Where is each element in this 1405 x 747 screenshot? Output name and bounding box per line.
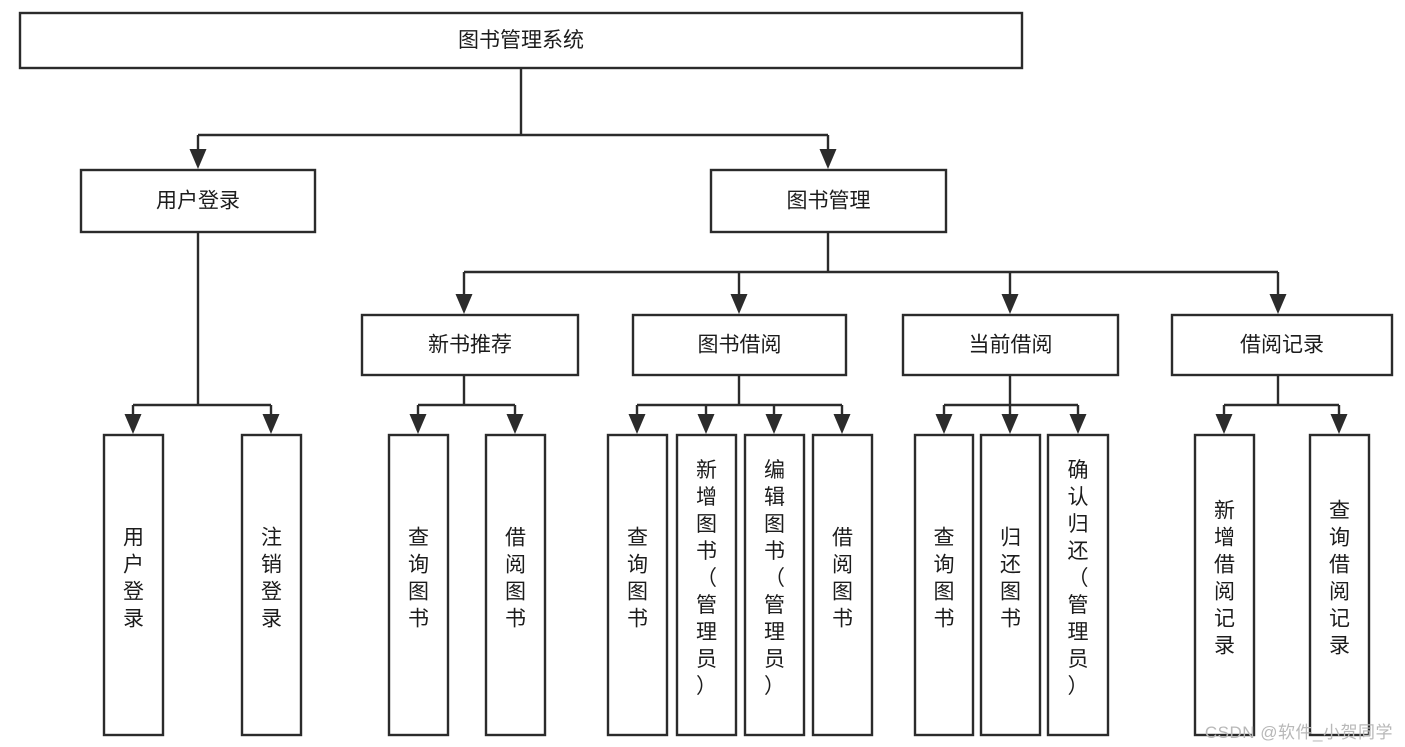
node-label-leaf-query-borrow-record: 查询借阅记录 bbox=[1329, 500, 1350, 658]
node-label-leaf-borrow-book-rec: 借阅图书 bbox=[505, 527, 526, 631]
nodes-layer: 图书管理系统用户登录图书管理新书推荐图书借阅当前借阅借阅记录用户登录注销登录查询… bbox=[18, 11, 1394, 737]
connector-group-borrow-record-to-leaves bbox=[1215, 375, 1348, 434]
node-label-leaf-add-book-admin: 新增图书（管理员） bbox=[696, 459, 717, 698]
node-box-leaf-user-logout[interactable] bbox=[240, 433, 303, 737]
node-box-leaf-confirm-return-admin[interactable] bbox=[1046, 433, 1110, 737]
node-label-user-login: 用户登录 bbox=[156, 190, 240, 213]
arrow-head-icon bbox=[730, 294, 748, 314]
node-box-leaf-query-book-borrow[interactable] bbox=[606, 433, 669, 737]
arrow-head-icon bbox=[697, 414, 715, 434]
arrow-head-icon bbox=[409, 414, 427, 434]
node-leaf-user-logout[interactable]: 注销登录 bbox=[240, 433, 303, 737]
node-box-leaf-return-book[interactable] bbox=[979, 433, 1042, 737]
node-label-leaf-confirm-return-admin: 确认归还（管理员） bbox=[1068, 459, 1089, 698]
node-label-leaf-query-book-borrow: 查询图书 bbox=[627, 527, 648, 631]
arrow-head-icon bbox=[1001, 294, 1019, 314]
node-label-leaf-query-book-rec: 查询图书 bbox=[408, 527, 429, 631]
node-label-leaf-user-login: 用户登录 bbox=[123, 527, 144, 631]
connector-group-user-login-to-leaves bbox=[124, 232, 280, 434]
node-leaf-borrow-book[interactable]: 借阅图书 bbox=[811, 433, 874, 737]
node-label-borrow-record: 借阅记录 bbox=[1240, 334, 1324, 357]
arrow-head-icon bbox=[262, 414, 280, 434]
arrow-head-icon bbox=[1330, 414, 1348, 434]
arrow-head-icon bbox=[819, 149, 837, 169]
arrow-head-icon bbox=[765, 414, 783, 434]
arrow-head-icon bbox=[1215, 414, 1233, 434]
node-box-leaf-edit-book-admin[interactable] bbox=[743, 433, 806, 737]
node-box-leaf-query-book-rec[interactable] bbox=[387, 433, 450, 737]
arrow-head-icon bbox=[833, 414, 851, 434]
node-label-leaf-return-book: 归还图书 bbox=[1000, 527, 1021, 631]
node-label-leaf-borrow-book: 借阅图书 bbox=[832, 527, 853, 631]
node-leaf-borrow-book-rec[interactable]: 借阅图书 bbox=[484, 433, 547, 737]
node-box-book-manage[interactable] bbox=[709, 168, 948, 234]
arrow-head-icon bbox=[124, 414, 142, 434]
arrow-head-icon bbox=[1069, 414, 1087, 434]
node-box-leaf-borrow-book-rec[interactable] bbox=[484, 433, 547, 737]
node-box-leaf-user-login[interactable] bbox=[102, 433, 165, 737]
node-label-leaf-edit-book-admin: 编辑图书（管理员） bbox=[764, 459, 785, 698]
connector-group-root-to-level2 bbox=[189, 68, 837, 169]
node-label-leaf-add-borrow-record: 新增借阅记录 bbox=[1214, 500, 1235, 658]
node-leaf-query-book-current[interactable]: 查询图书 bbox=[913, 433, 975, 737]
node-label-root: 图书管理系统 bbox=[458, 29, 584, 52]
node-box-leaf-query-book-current[interactable] bbox=[913, 433, 975, 737]
connector-group-book-manage-to-level3 bbox=[455, 232, 1287, 314]
node-leaf-add-borrow-record[interactable]: 新增借阅记录 bbox=[1193, 433, 1256, 737]
node-leaf-edit-book-admin[interactable]: 编辑图书（管理员） bbox=[743, 433, 806, 737]
arrow-head-icon bbox=[935, 414, 953, 434]
node-box-borrow-record[interactable] bbox=[1170, 313, 1394, 377]
node-box-book-borrow[interactable] bbox=[631, 313, 848, 377]
node-leaf-query-book-rec[interactable]: 查询图书 bbox=[387, 433, 450, 737]
node-current-borrow[interactable]: 当前借阅 bbox=[901, 313, 1120, 377]
arrow-head-icon bbox=[189, 149, 207, 169]
node-new-book-rec[interactable]: 新书推荐 bbox=[360, 313, 580, 377]
node-box-leaf-borrow-book[interactable] bbox=[811, 433, 874, 737]
node-box-leaf-add-borrow-record[interactable] bbox=[1193, 433, 1256, 737]
node-label-new-book-rec: 新书推荐 bbox=[428, 334, 512, 357]
node-label-leaf-user-logout: 注销登录 bbox=[261, 527, 282, 631]
connectors-layer bbox=[124, 68, 1348, 434]
node-box-current-borrow[interactable] bbox=[901, 313, 1120, 377]
node-label-leaf-query-book-current: 查询图书 bbox=[934, 527, 955, 631]
node-user-login[interactable]: 用户登录 bbox=[79, 168, 317, 234]
node-book-manage[interactable]: 图书管理 bbox=[709, 168, 948, 234]
connector-group-book-borrow-to-leaves bbox=[628, 375, 851, 434]
node-leaf-return-book[interactable]: 归还图书 bbox=[979, 433, 1042, 737]
arrow-head-icon bbox=[1269, 294, 1287, 314]
arrow-head-icon bbox=[628, 414, 646, 434]
node-label-book-manage: 图书管理 bbox=[787, 190, 871, 213]
node-root[interactable]: 图书管理系统 bbox=[18, 11, 1024, 70]
node-borrow-record[interactable]: 借阅记录 bbox=[1170, 313, 1394, 377]
node-book-borrow[interactable]: 图书借阅 bbox=[631, 313, 848, 377]
node-box-root[interactable] bbox=[18, 11, 1024, 70]
connector-group-new-book-rec-to-leaves bbox=[409, 375, 524, 434]
node-box-leaf-query-borrow-record[interactable] bbox=[1308, 433, 1371, 737]
node-leaf-query-borrow-record[interactable]: 查询借阅记录 bbox=[1308, 433, 1371, 737]
node-box-new-book-rec[interactable] bbox=[360, 313, 580, 377]
arrow-head-icon bbox=[1001, 414, 1019, 434]
arrow-head-icon bbox=[506, 414, 524, 434]
node-leaf-confirm-return-admin[interactable]: 确认归还（管理员） bbox=[1046, 433, 1110, 737]
node-label-current-borrow: 当前借阅 bbox=[969, 334, 1053, 357]
node-label-book-borrow: 图书借阅 bbox=[698, 334, 782, 357]
arrow-head-icon bbox=[455, 294, 473, 314]
node-box-user-login[interactable] bbox=[79, 168, 317, 234]
node-leaf-query-book-borrow[interactable]: 查询图书 bbox=[606, 433, 669, 737]
node-leaf-user-login[interactable]: 用户登录 bbox=[102, 433, 165, 737]
node-leaf-add-book-admin[interactable]: 新增图书（管理员） bbox=[675, 433, 738, 737]
node-box-leaf-add-book-admin[interactable] bbox=[675, 433, 738, 737]
watermark-text: CSDN @软件_小贺同学 bbox=[1204, 723, 1393, 742]
connector-group-current-borrow-to-leaves bbox=[935, 375, 1087, 434]
